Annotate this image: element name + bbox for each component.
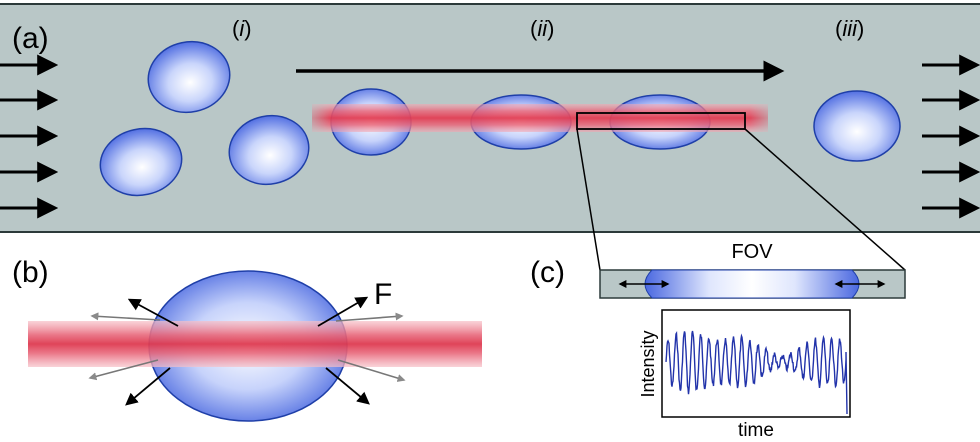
cell-i-2 [99,127,183,197]
force-label: F [374,278,392,311]
diagonal-arrow-icon [317,296,369,327]
panel-a: (a) (i) (ii) (iii) [0,3,980,233]
outflow-arrows [922,54,980,219]
panel-b-label: (b) [12,256,49,289]
plot-xlabel: time [738,420,774,441]
panel-b: (b) F [12,256,482,422]
panel-c: (c) FOV Intensity time [530,241,906,441]
stage-label-ii: (ii) [530,16,554,41]
stage-iii-text: iii [842,16,858,41]
cell-iii [813,90,901,162]
cell-i-1 [147,40,231,114]
stage-ii-text: ii [537,16,548,41]
diagonal-arrow-icon [125,367,171,406]
force-arrows [88,296,406,406]
panel-a-label: (a) [12,22,49,55]
laser-beam [312,104,768,132]
diagonal-arrow-icon [325,367,370,405]
cell-i-3 [228,114,310,186]
zoom-line-left [576,128,601,271]
diagonal-arrow-icon [335,312,404,322]
diagonal-arrow-icon [337,359,406,382]
panel-c-label: (c) [530,256,565,289]
laser-beam-b [28,321,482,367]
diagonal-arrow-icon [127,298,179,327]
stage-i-text: i [239,16,245,41]
fov-cell-section [644,269,860,299]
plot-ylabel: Intensity [638,330,658,397]
fov-box [576,112,746,130]
intensity-trace [665,330,848,415]
stage-label-i: (i) [232,16,252,41]
diagonal-arrow-icon [90,312,161,321]
inflow-arrows [0,54,59,219]
diagonal-arrow-icon [88,359,159,381]
fov-label: FOV [731,241,773,263]
zoom-line-right [744,128,906,271]
stage-label-iii: (iii) [835,16,864,41]
